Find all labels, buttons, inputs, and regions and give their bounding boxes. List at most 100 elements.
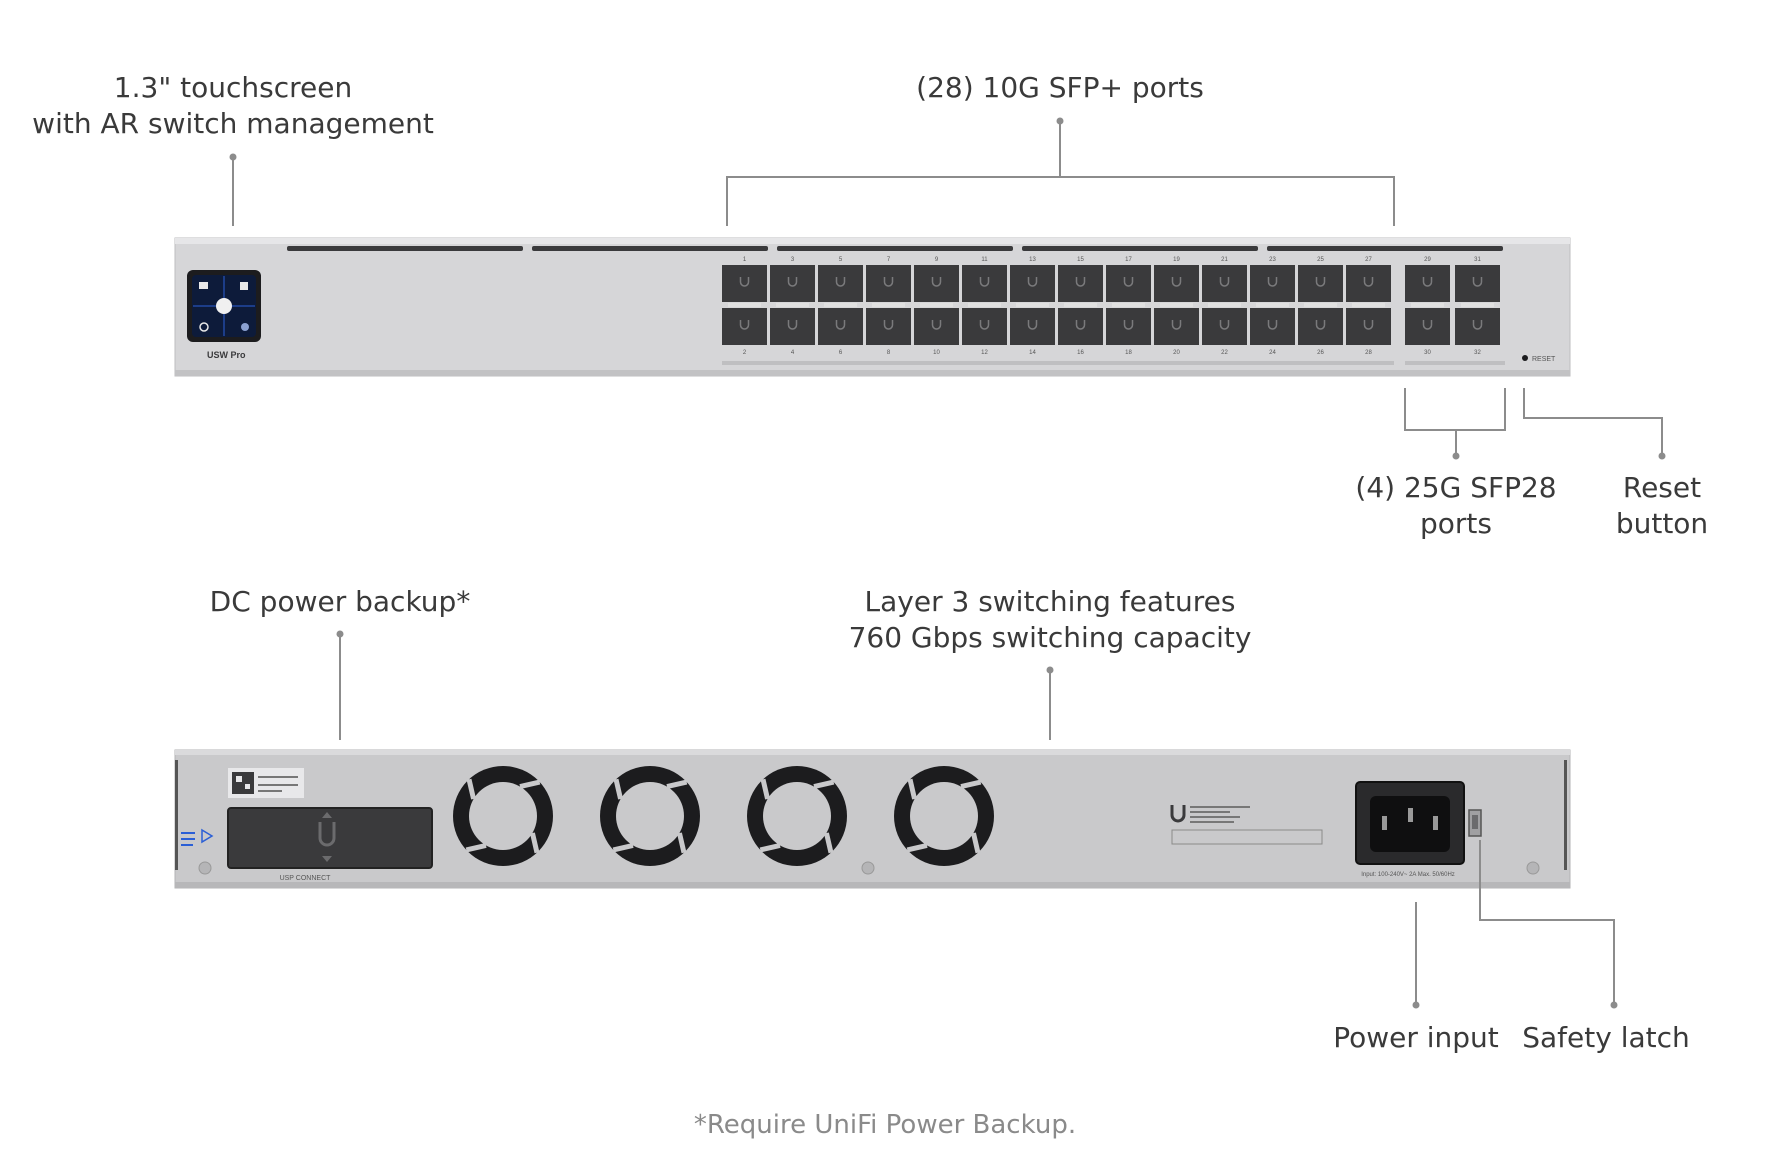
sfp-port-bottom[interactable]: [866, 308, 911, 345]
sfp-port-top[interactable]: [722, 265, 767, 302]
port-logo-icon: [1123, 277, 1134, 287]
sfp-port-bottom[interactable]: [962, 308, 1007, 345]
sfp-port-top[interactable]: [1058, 265, 1103, 302]
sfp-port-top[interactable]: [1346, 265, 1391, 302]
reset-callout-line1: Reset: [1622, 471, 1702, 504]
port-number: 1: [743, 257, 747, 263]
port-number: 27: [1365, 257, 1372, 263]
reset-button[interactable]: [1522, 355, 1528, 361]
dc-backup-callout: DC power backup*: [210, 584, 471, 620]
port-logo-icon: [1027, 320, 1038, 330]
layer3-callout-line1: Layer 3 switching features: [864, 585, 1236, 618]
port-logo-icon: [1472, 320, 1483, 330]
sfp-port-top[interactable]: [1154, 265, 1199, 302]
fan-hub: [763, 782, 831, 850]
sfp-port-bottom[interactable]: [1250, 308, 1295, 345]
power-input-callout-line1: Power input: [1333, 1021, 1499, 1054]
port-led: [824, 303, 857, 307]
sfp-port-bottom[interactable]: [1405, 308, 1450, 345]
sfp-port-bottom[interactable]: [722, 308, 767, 345]
safety-latch[interactable]: [1468, 809, 1482, 837]
sfp-port-bottom[interactable]: [1455, 308, 1500, 345]
layer3-callout-line2: 760 Gbps switching capacity: [848, 621, 1252, 654]
sfp-port-bottom[interactable]: [1010, 308, 1055, 345]
sfp-port-top[interactable]: [1250, 265, 1295, 302]
port-number: 22: [1221, 350, 1228, 356]
port-logo-icon: [979, 277, 990, 287]
port-number: 4: [791, 350, 795, 356]
port-logo-icon: [1363, 277, 1374, 287]
fan-strut: [613, 778, 623, 800]
sfp-port-top[interactable]: [1298, 265, 1343, 302]
port-number: 11: [981, 257, 988, 263]
touchscreen-callout: 1.3" touchscreen with AR switch manageme…: [32, 70, 434, 142]
fan-strut: [824, 832, 834, 854]
sfp-port-top[interactable]: [1202, 265, 1247, 302]
fan-strut: [906, 843, 928, 853]
port-led: [1208, 303, 1241, 307]
port-logo-icon: [1267, 277, 1278, 287]
sfp28-callout-line2: ports: [1420, 507, 1492, 540]
port-number: 3: [791, 257, 795, 263]
port-group-bar: [722, 361, 1394, 365]
port-logo-icon: [1075, 277, 1086, 287]
fan-strut: [519, 779, 541, 789]
sfp-port-bottom[interactable]: [914, 308, 959, 345]
regulatory-marks: [1170, 805, 1323, 845]
port-led: [968, 303, 1001, 307]
fan-strut: [759, 843, 781, 853]
fan-strut: [677, 832, 687, 854]
port-logo-icon: [931, 320, 942, 330]
sfp-port-bottom[interactable]: [1058, 308, 1103, 345]
fan-strut: [813, 779, 835, 789]
power-rating: Input: 100-240V~ 2A Max. 50/60Hz: [1361, 872, 1455, 878]
touchscreen[interactable]: [187, 270, 261, 342]
power-input-callout: Power input: [1333, 1020, 1499, 1056]
port-logo-icon: [1363, 320, 1374, 330]
sfp-port-top[interactable]: [1405, 265, 1450, 302]
port-led: [1352, 303, 1385, 307]
port-number: 5: [839, 257, 843, 263]
port-number: 10: [933, 350, 940, 356]
sfp-port-bottom[interactable]: [1298, 308, 1343, 345]
screw-icon: [1526, 861, 1540, 875]
port-number: 31: [1474, 257, 1481, 263]
sfp-port-top[interactable]: [1010, 265, 1055, 302]
port-led: [1304, 303, 1337, 307]
sfp-port-bottom[interactable]: [818, 308, 863, 345]
fan-strut: [760, 778, 770, 800]
sfp-port-bottom[interactable]: [1202, 308, 1247, 345]
sfp-port-top[interactable]: [1455, 265, 1500, 302]
qr-sticker: [228, 768, 304, 798]
port-number: 19: [1173, 257, 1180, 263]
fan-strut: [960, 779, 982, 789]
sfp-port-bottom[interactable]: [770, 308, 815, 345]
port-logo-icon: [739, 277, 750, 287]
sfp-port-top[interactable]: [1106, 265, 1151, 302]
power-inlet[interactable]: [1355, 781, 1465, 865]
sfp-port-top[interactable]: [866, 265, 911, 302]
port-led: [920, 303, 953, 307]
port-number: 24: [1269, 350, 1276, 356]
play-icon: [201, 828, 214, 844]
port-logo-icon: [1219, 277, 1230, 287]
sfp-port-top[interactable]: [818, 265, 863, 302]
port-led: [1016, 303, 1049, 307]
port-logo-icon: [1027, 277, 1038, 287]
sfp-port-top[interactable]: [962, 265, 1007, 302]
port-logo-icon: [835, 277, 846, 287]
fan-strut: [971, 832, 981, 854]
sfp-port-top[interactable]: [770, 265, 815, 302]
sfp-port-bottom[interactable]: [1106, 308, 1151, 345]
sfp-port-top[interactable]: [914, 265, 959, 302]
port-number: 12: [981, 350, 988, 356]
port-number: 9: [935, 257, 939, 263]
reset-label: RESET: [1532, 356, 1556, 363]
front-vents: [287, 246, 1503, 251]
footnote: *Require UniFi Power Backup.: [693, 1110, 1077, 1140]
sfp-port-bottom[interactable]: [1154, 308, 1199, 345]
port-led: [1256, 303, 1289, 307]
usp-connector[interactable]: [227, 807, 433, 869]
sfp-port-bottom[interactable]: [1346, 308, 1391, 345]
